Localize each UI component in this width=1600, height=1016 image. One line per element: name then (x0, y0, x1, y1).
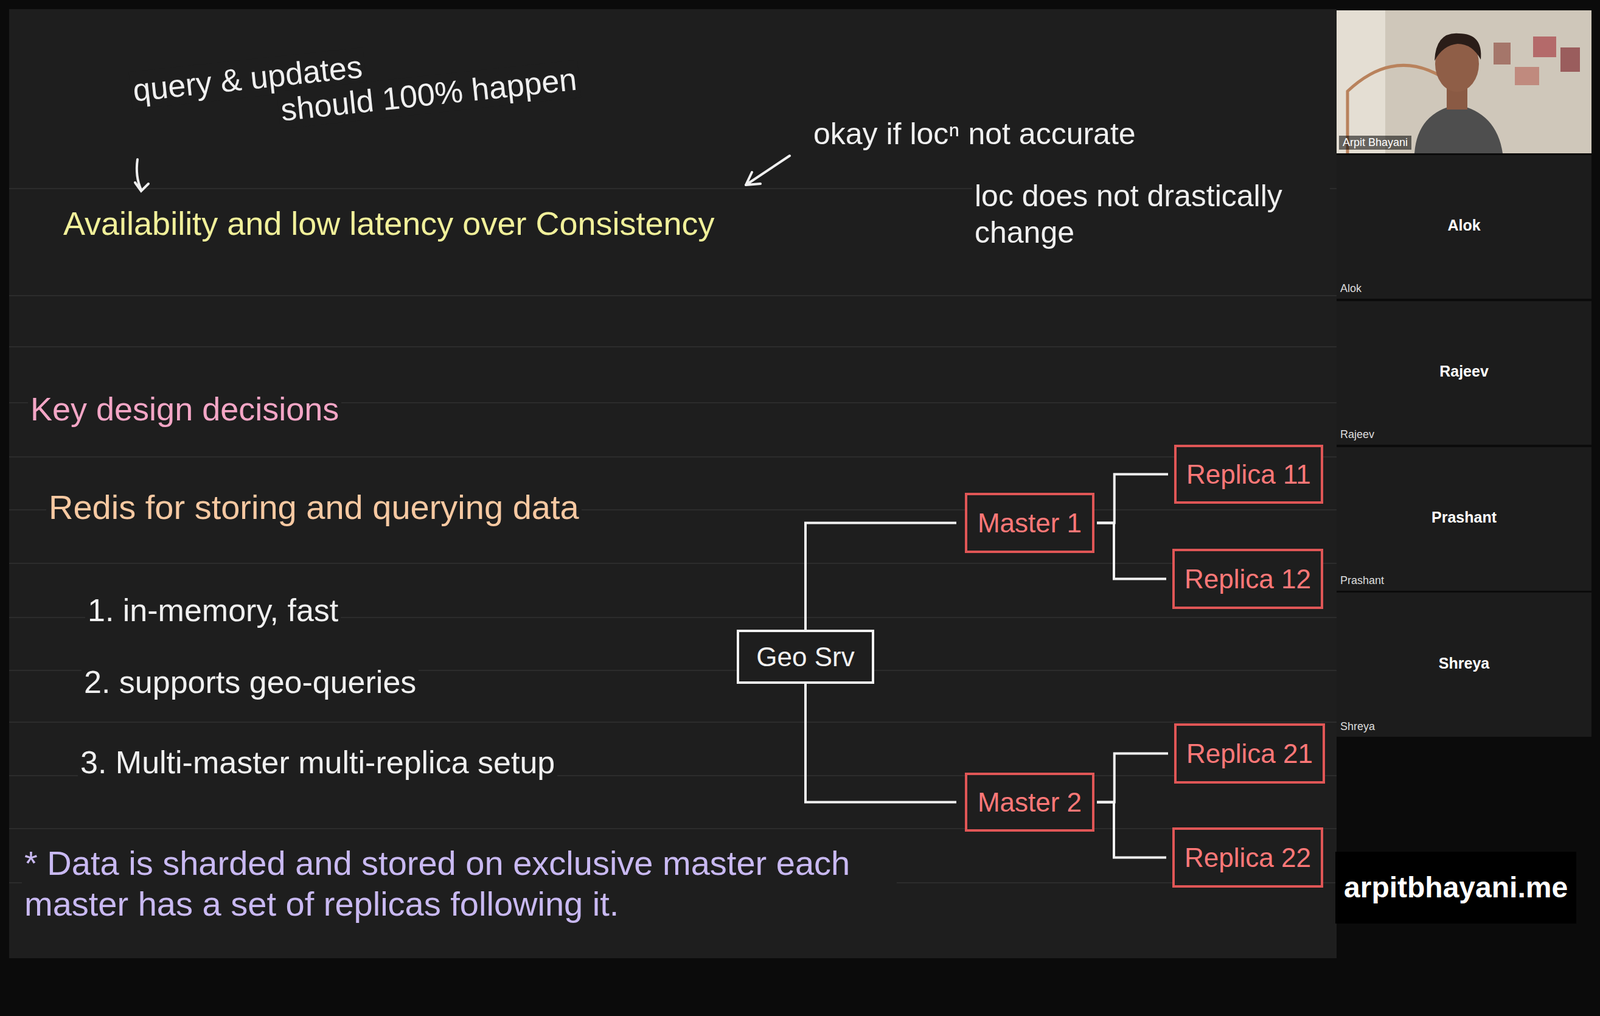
redis-node-box: Master 2 (964, 772, 1095, 832)
note-arrow (745, 155, 790, 185)
participant-tile: AlokAlok (1336, 155, 1592, 299)
heading: Key design decisions (27, 389, 342, 429)
participant-tile: PrashantPrashant (1336, 447, 1592, 591)
box-label: Replica 12 (1184, 563, 1312, 595)
participant-label: Alok (1340, 282, 1362, 296)
connector (1096, 802, 1167, 858)
redis-node-box: Replica 22 (1172, 827, 1324, 888)
service-box: Geo Srv (736, 629, 875, 684)
connector (1096, 474, 1169, 524)
participant-name: Arpit Bhayani (1339, 135, 1412, 150)
note: loc does not drastically change (972, 177, 1330, 251)
footnote: * Data is sharded and stored on exclusiv… (21, 842, 897, 925)
participant-name: Rajeev (1336, 362, 1592, 381)
box-label: Geo Srv (756, 641, 855, 673)
panel-ground (1336, 0, 1600, 740)
participant-tile: RajeevRajeev (1336, 301, 1592, 445)
list-item: 3. Multi-master multi-replica setup (77, 743, 558, 782)
redis-node-box: Master 1 (964, 492, 1095, 554)
webcam-video (1336, 10, 1592, 154)
participant-label: Rajeev (1340, 428, 1375, 442)
video-tile: Arpit Bhayani (1336, 10, 1592, 154)
connector (805, 523, 957, 631)
list-item: 1. in-memory, fast (85, 591, 341, 630)
note: okay if locⁿ not accurate (810, 115, 1139, 153)
watermark: arpitbhayani.me (1335, 851, 1577, 924)
ruled-lines (9, 188, 1337, 883)
list-item: 2. supports geo-queries (81, 663, 419, 701)
box-label: Master 2 (977, 787, 1082, 818)
box-label: Replica 22 (1184, 842, 1312, 874)
subheading: Redis for storing and querying data (46, 486, 582, 528)
principle: Availability and low latency over Consis… (60, 203, 718, 244)
box-label: Master 1 (977, 507, 1082, 539)
hook-arrow (135, 159, 149, 192)
connector (1096, 523, 1167, 580)
participant-name: Alok (1336, 216, 1592, 235)
participant-label: Shreya (1340, 720, 1375, 734)
redis-node-box: Replica 21 (1174, 723, 1326, 784)
redis-node-box: Replica 12 (1172, 548, 1324, 609)
participant-label: Prashant (1340, 574, 1385, 588)
board-ground (9, 9, 1337, 959)
box-label: Replica 11 (1186, 459, 1312, 490)
participant-tile: ShreyaShreya (1336, 592, 1592, 737)
connector (805, 683, 957, 803)
participant-name: Shreya (1336, 653, 1592, 672)
connector (1096, 753, 1169, 803)
participant-name: Prashant (1336, 508, 1592, 527)
box-label: Replica 21 (1186, 738, 1313, 769)
redis-node-box: Replica 11 (1174, 444, 1324, 504)
